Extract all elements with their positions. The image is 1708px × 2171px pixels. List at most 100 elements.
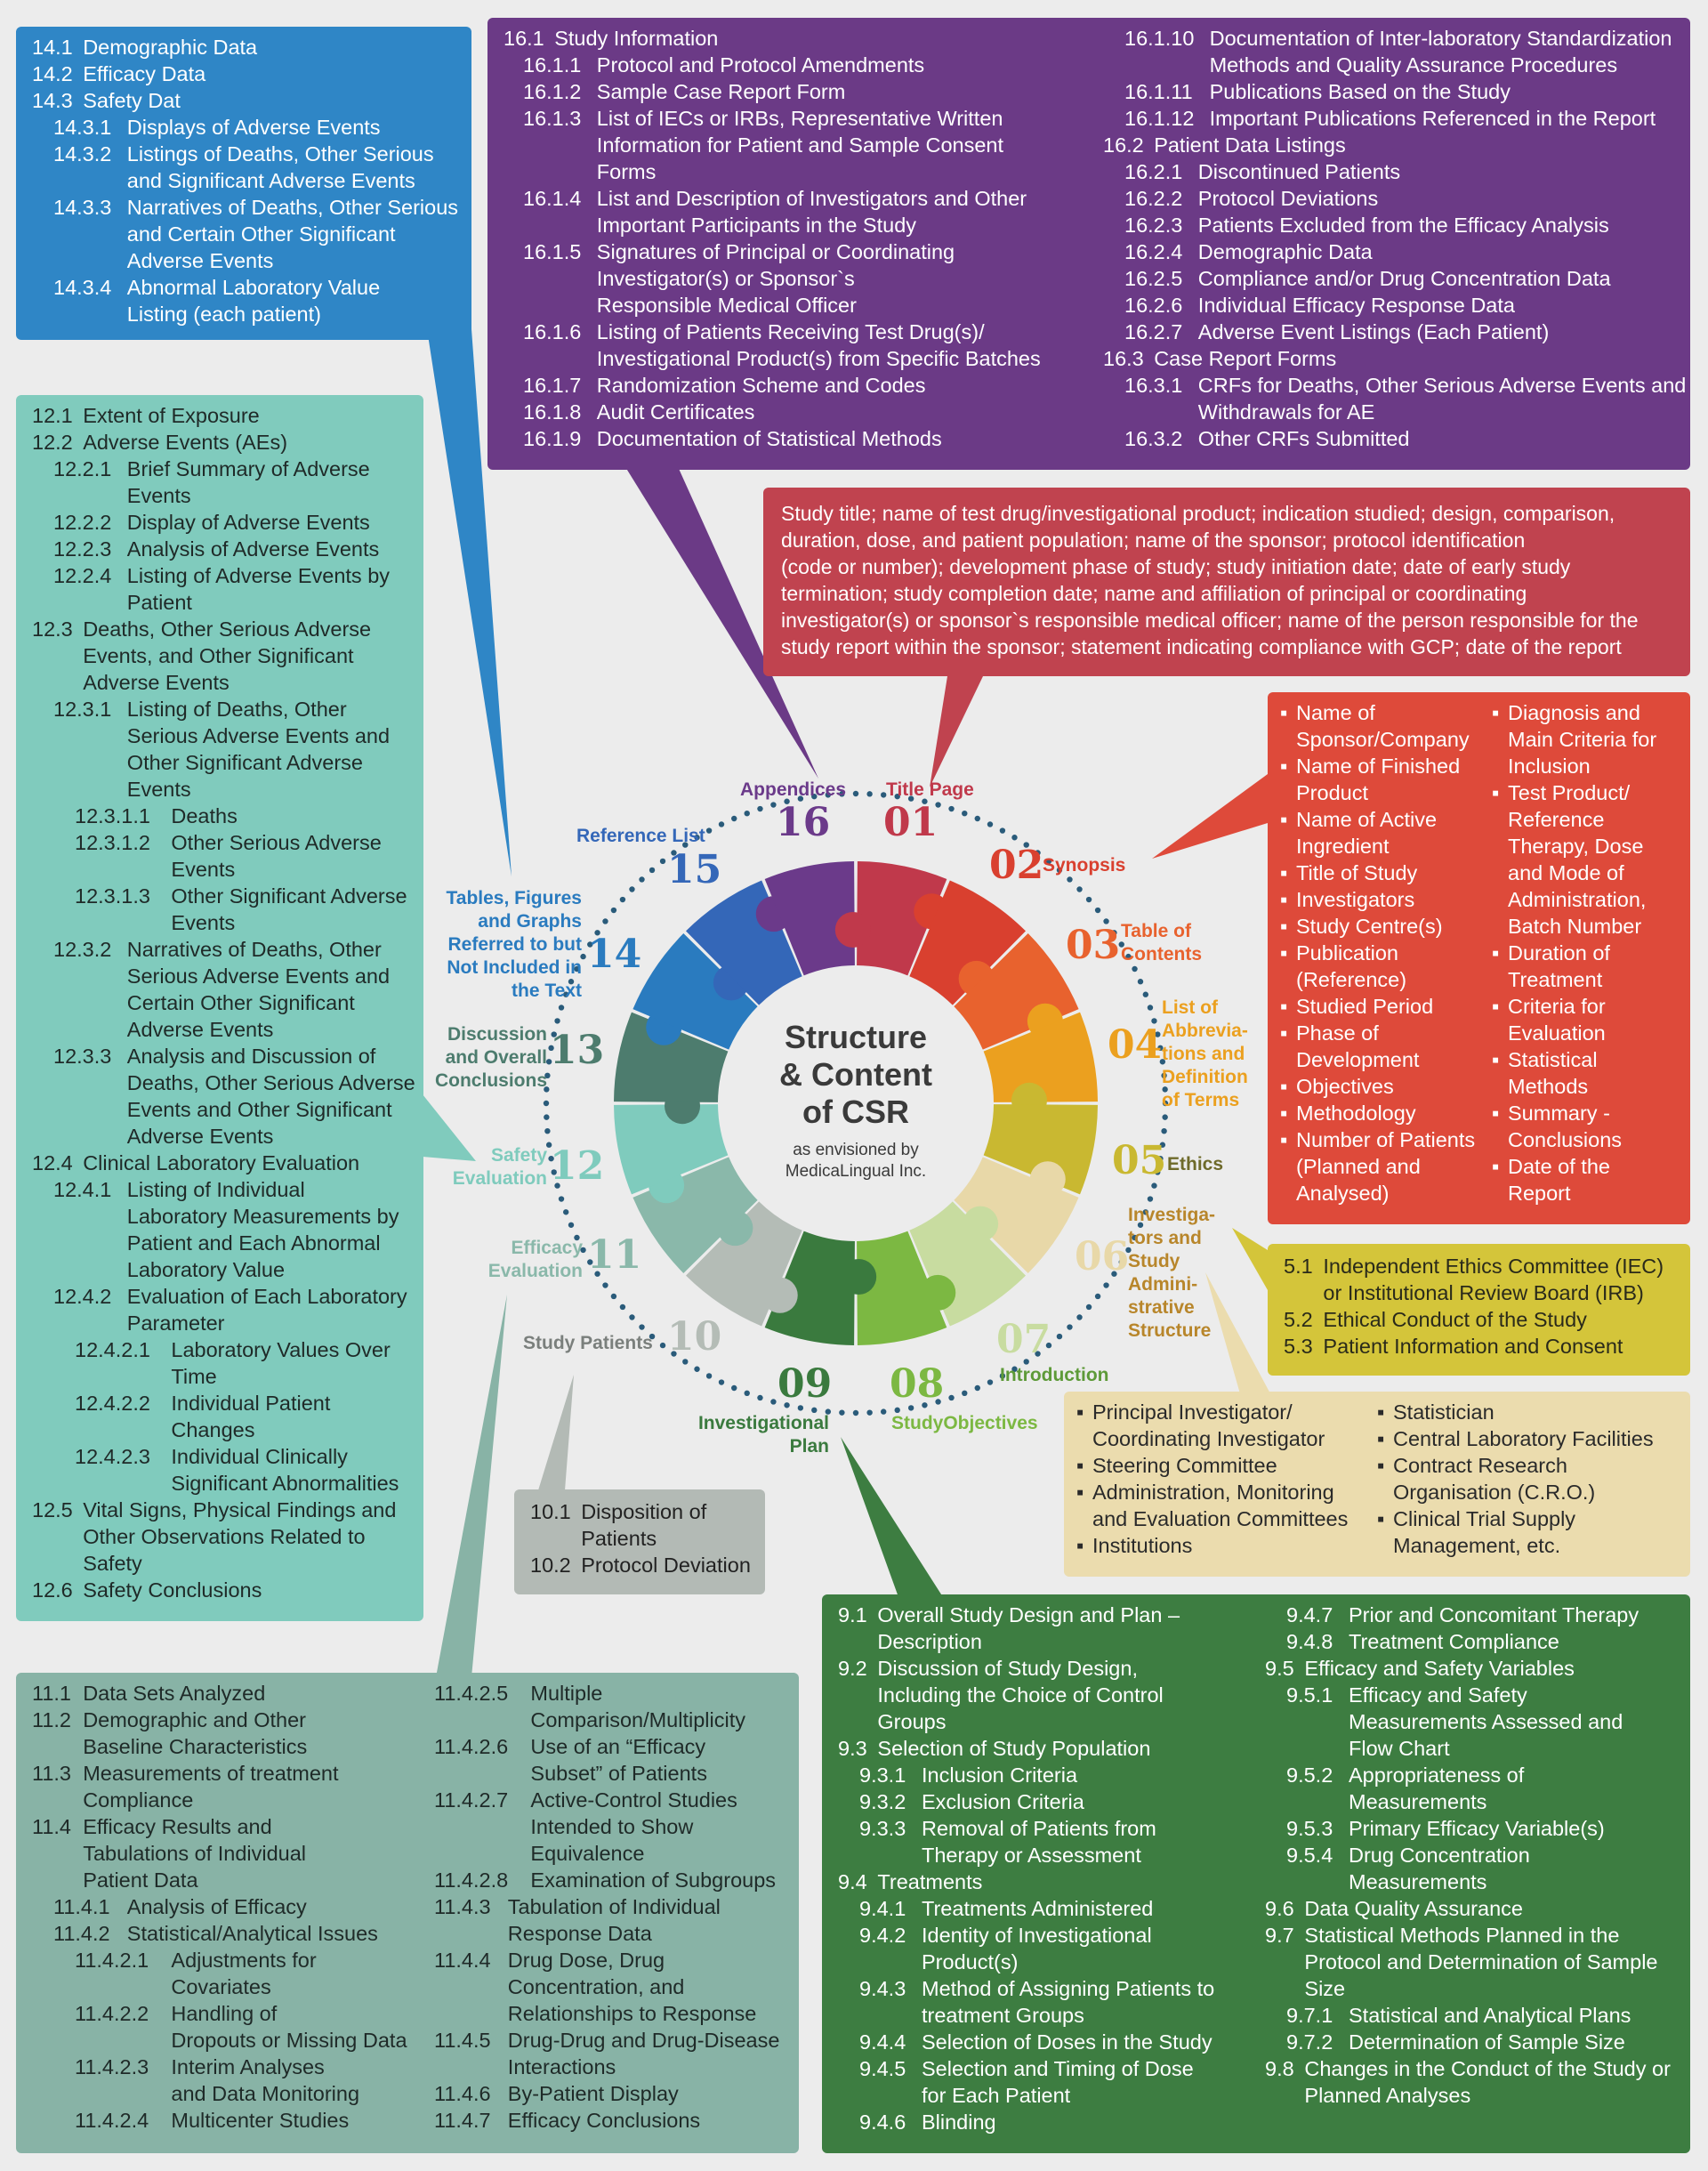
ring-dot bbox=[1103, 918, 1109, 924]
item-text: Covariates bbox=[171, 1975, 271, 1998]
item-number: 11.4.3 bbox=[434, 1895, 491, 1918]
item-number: 5.1 bbox=[1284, 1255, 1313, 1278]
ring-dot bbox=[649, 867, 656, 874]
item-number: 11.4.2 bbox=[53, 1922, 110, 1945]
item-text: Intended to Show bbox=[530, 1815, 694, 1838]
wheel-segment-01 bbox=[857, 861, 947, 976]
item-number: 16.1.3 bbox=[523, 107, 582, 130]
item-text: Signatures of Principal or Coordinating bbox=[596, 240, 955, 263]
ring-dot bbox=[974, 1384, 980, 1392]
item-number: 11.4.2.6 bbox=[434, 1735, 509, 1758]
item-number: 11.4.2.1 bbox=[75, 1949, 149, 1972]
item-text: Name of bbox=[1296, 701, 1375, 724]
item-text: Objectives bbox=[1296, 1075, 1394, 1098]
ring-dot bbox=[554, 1018, 560, 1024]
item-number: 9.4.1 bbox=[859, 1897, 906, 1920]
section-number-14: 14 bbox=[587, 932, 642, 977]
item-text: Narratives of Deaths, Other bbox=[126, 938, 382, 961]
ring-dot bbox=[1155, 1031, 1161, 1037]
ring-dot bbox=[629, 1314, 635, 1320]
bullet-icon: ▪ bbox=[1280, 888, 1288, 911]
item-number: 9.4.4 bbox=[859, 2030, 906, 2054]
item-number: 12.4.2.1 bbox=[75, 1338, 150, 1361]
ring-dot bbox=[1056, 1333, 1063, 1340]
wheel-dotted-ring bbox=[543, 790, 1169, 1416]
item-number: 11.4.2.8 bbox=[434, 1868, 509, 1892]
item-text: CRFs for Deaths, Other Serious Adverse E… bbox=[1197, 374, 1687, 397]
item-text: Sample Case Report Form bbox=[596, 80, 846, 103]
item-number: 9.5.1 bbox=[1286, 1683, 1333, 1707]
item-text: Measurements Assessed and bbox=[1349, 1710, 1623, 1733]
item-number: 9.5.3 bbox=[1286, 1817, 1333, 1840]
box-06-column-2: ▪Statistician▪Central Laboratory Facilit… bbox=[1377, 1392, 1688, 1577]
item-text: Data Quality Assurance bbox=[1304, 1897, 1523, 1920]
ring-dot bbox=[671, 1351, 677, 1357]
item-text: Listing of Adverse Events by bbox=[126, 564, 391, 587]
item-number: 14.1 bbox=[32, 36, 73, 59]
item-text: Demographic and Other bbox=[83, 1708, 306, 1731]
item-text: Responsible Medical Officer bbox=[596, 294, 857, 317]
item-number: 12.3 bbox=[32, 617, 73, 641]
ring-dot bbox=[659, 1342, 666, 1349]
ring-dot bbox=[922, 1402, 928, 1408]
item-text: Efficacy Data bbox=[83, 62, 206, 85]
ring-dot bbox=[948, 1394, 955, 1401]
ring-dot bbox=[551, 1031, 557, 1037]
ring-dot bbox=[1125, 953, 1132, 960]
center-subtitle: as envisioned by MedicaLingual Inc. bbox=[722, 1140, 989, 1182]
item-text: Display of Adverse Events bbox=[126, 511, 370, 534]
item-text: Determination of Sample Size bbox=[1349, 2030, 1625, 2054]
item-text: Evaluation bbox=[1508, 1021, 1606, 1045]
item-text: Protocol Deviations bbox=[1197, 187, 1379, 210]
item-text: Sponsor/Company bbox=[1296, 728, 1470, 751]
wheel-segment-05 bbox=[983, 1104, 1098, 1195]
ring-dot bbox=[694, 835, 700, 841]
ring-dot bbox=[770, 802, 777, 808]
ring-dot bbox=[1023, 1359, 1029, 1365]
item-number: 9.5 bbox=[1265, 1657, 1294, 1680]
ring-dot bbox=[894, 793, 900, 800]
item-text: Audit Certificates bbox=[596, 400, 755, 424]
ring-dot bbox=[852, 1409, 859, 1416]
item-text: Response Data bbox=[507, 1922, 652, 1945]
ring-dot bbox=[922, 798, 928, 804]
item-text: Inclusion Criteria bbox=[922, 1763, 1078, 1787]
item-text: Date of the bbox=[1508, 1155, 1610, 1178]
item-text: Adverse Events (AEs) bbox=[83, 431, 288, 454]
ring-dot bbox=[548, 1155, 554, 1162]
pointer-06 bbox=[1205, 1272, 1272, 1397]
item-text: Comparison/Multiplicity bbox=[530, 1708, 745, 1731]
item-text: Deaths, Other Serious Adverse bbox=[126, 1071, 415, 1094]
section-label-07: Introduction bbox=[1000, 1365, 1109, 1385]
item-text: Patient bbox=[126, 591, 192, 614]
ring-dot bbox=[580, 953, 586, 960]
item-text: Protocol and Protocol Amendments bbox=[596, 53, 925, 77]
center-title-line: & Content bbox=[779, 1056, 932, 1093]
ring-dot bbox=[610, 1293, 617, 1300]
ring-dot bbox=[811, 793, 818, 800]
item-number: 12.4.2.3 bbox=[75, 1445, 150, 1468]
item-text: Independent Ethics Committee (IEC) bbox=[1323, 1255, 1664, 1278]
item-text: Laboratory Measurements by bbox=[126, 1205, 399, 1228]
item-text: Steering Committee bbox=[1092, 1454, 1277, 1477]
ring-dot bbox=[558, 1196, 565, 1202]
item-text: Statistical/Analytical Issues bbox=[126, 1922, 378, 1945]
item-text: treatment Groups bbox=[922, 2004, 1084, 2027]
item-text: Analysed) bbox=[1296, 1182, 1390, 1205]
pointer-16 bbox=[623, 463, 818, 779]
ring-dot bbox=[1067, 876, 1073, 883]
item-number: 14.3.3 bbox=[53, 196, 112, 219]
item-number: 16.2 bbox=[1103, 133, 1144, 157]
item-text: Events bbox=[171, 911, 236, 934]
center-subtitle-line: MedicaLingual Inc. bbox=[785, 1162, 927, 1181]
item-text: Demographic Data bbox=[83, 36, 258, 59]
ring-dot bbox=[852, 790, 859, 797]
ring-dot bbox=[1159, 1059, 1166, 1065]
item-number: 11.4.2.5 bbox=[434, 1682, 509, 1705]
item-text: Efficacy and Safety Variables bbox=[1304, 1657, 1575, 1680]
ring-dot bbox=[659, 858, 666, 865]
wheel-segment-14 bbox=[632, 933, 758, 1050]
bullet-icon: ▪ bbox=[1280, 1075, 1288, 1098]
